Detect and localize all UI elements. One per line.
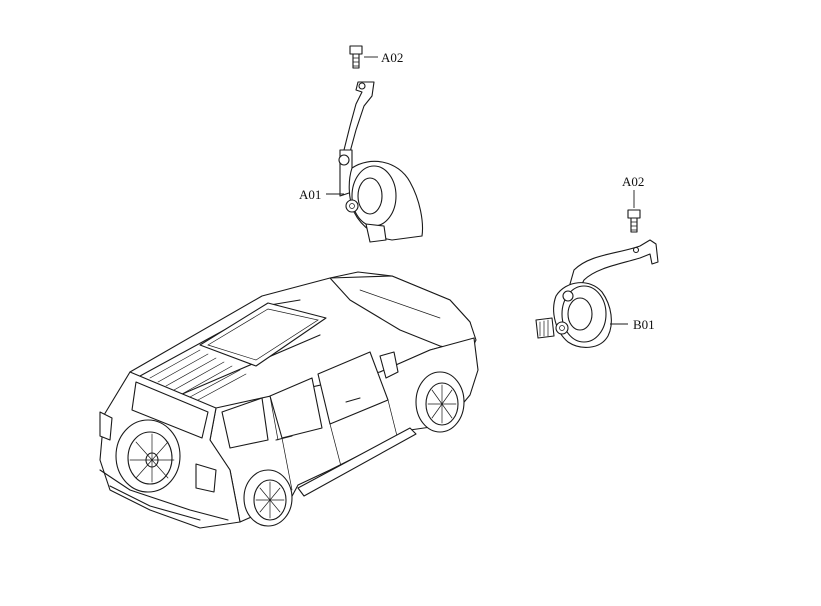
callout-a01: A01 — [299, 187, 321, 202]
vehicle-illustration — [99, 271, 479, 529]
callout-b01: B01 — [633, 317, 655, 332]
bolt-a02-right-illustration — [627, 209, 641, 233]
callout-a02-top: A02 — [381, 50, 403, 65]
bolt-a02-top-illustration — [349, 45, 363, 69]
horn-b01-illustration — [535, 239, 659, 348]
callout-a02-right: A02 — [622, 174, 644, 189]
leader-lines — [326, 56, 635, 325]
horn-a01-illustration — [338, 81, 424, 243]
